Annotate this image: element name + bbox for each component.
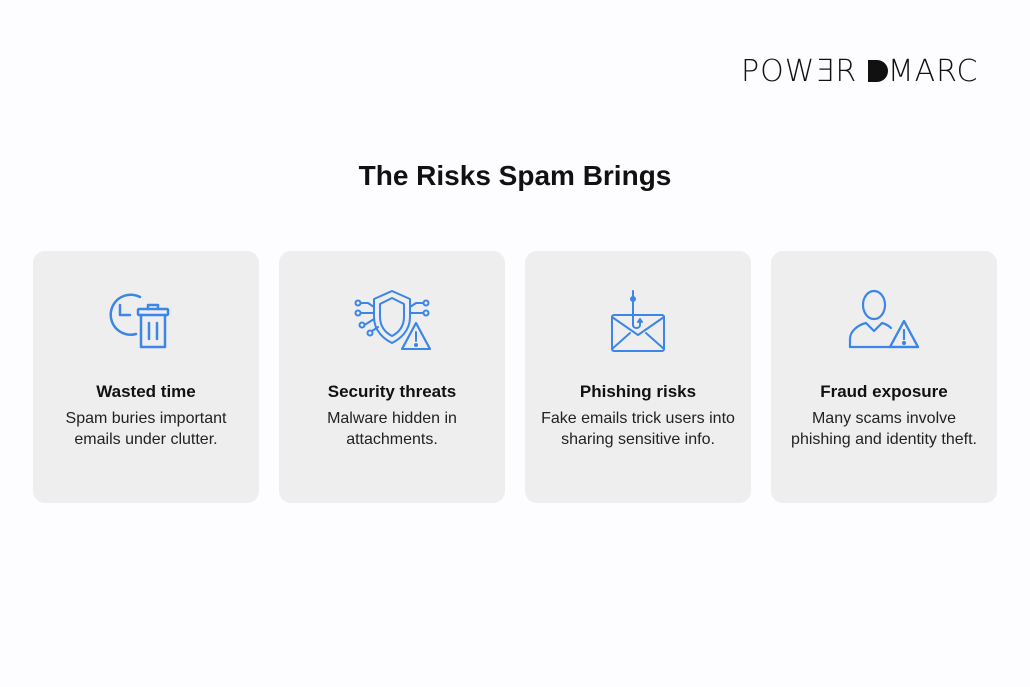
user-warning-icon <box>848 289 920 349</box>
card-title: Phishing risks <box>579 382 697 401</box>
shield-warning-icon <box>354 290 431 350</box>
clock-trash-icon <box>109 293 170 349</box>
card-title: Wasted time <box>96 382 196 401</box>
card-title: Security threats <box>327 382 457 401</box>
page-title: The Risks Spam Brings <box>358 160 672 191</box>
card-title: Fraud exposure <box>820 382 948 401</box>
envelope-hook-icon <box>611 290 665 352</box>
card-security-threats: Security threats Malware hidden in attac… <box>279 251 505 503</box>
card-fraud-exposure: Fraud exposure Many scams involve phishi… <box>771 251 997 503</box>
card-description: Spam buries important emails under clutt… <box>65 410 227 448</box>
card-phishing-risks: Phishing risks Fake emails trick users i… <box>525 251 751 503</box>
card-description: Many scams involve phishing and identity… <box>791 410 977 448</box>
card-description: Malware hidden in attachments. <box>327 410 457 448</box>
card-description: Fake emails trick users into sharing sen… <box>541 410 735 448</box>
powerdmarc-logo: POWER MARC <box>741 54 979 89</box>
card-wasted-time: Wasted time Spam buries important emails… <box>33 251 259 503</box>
